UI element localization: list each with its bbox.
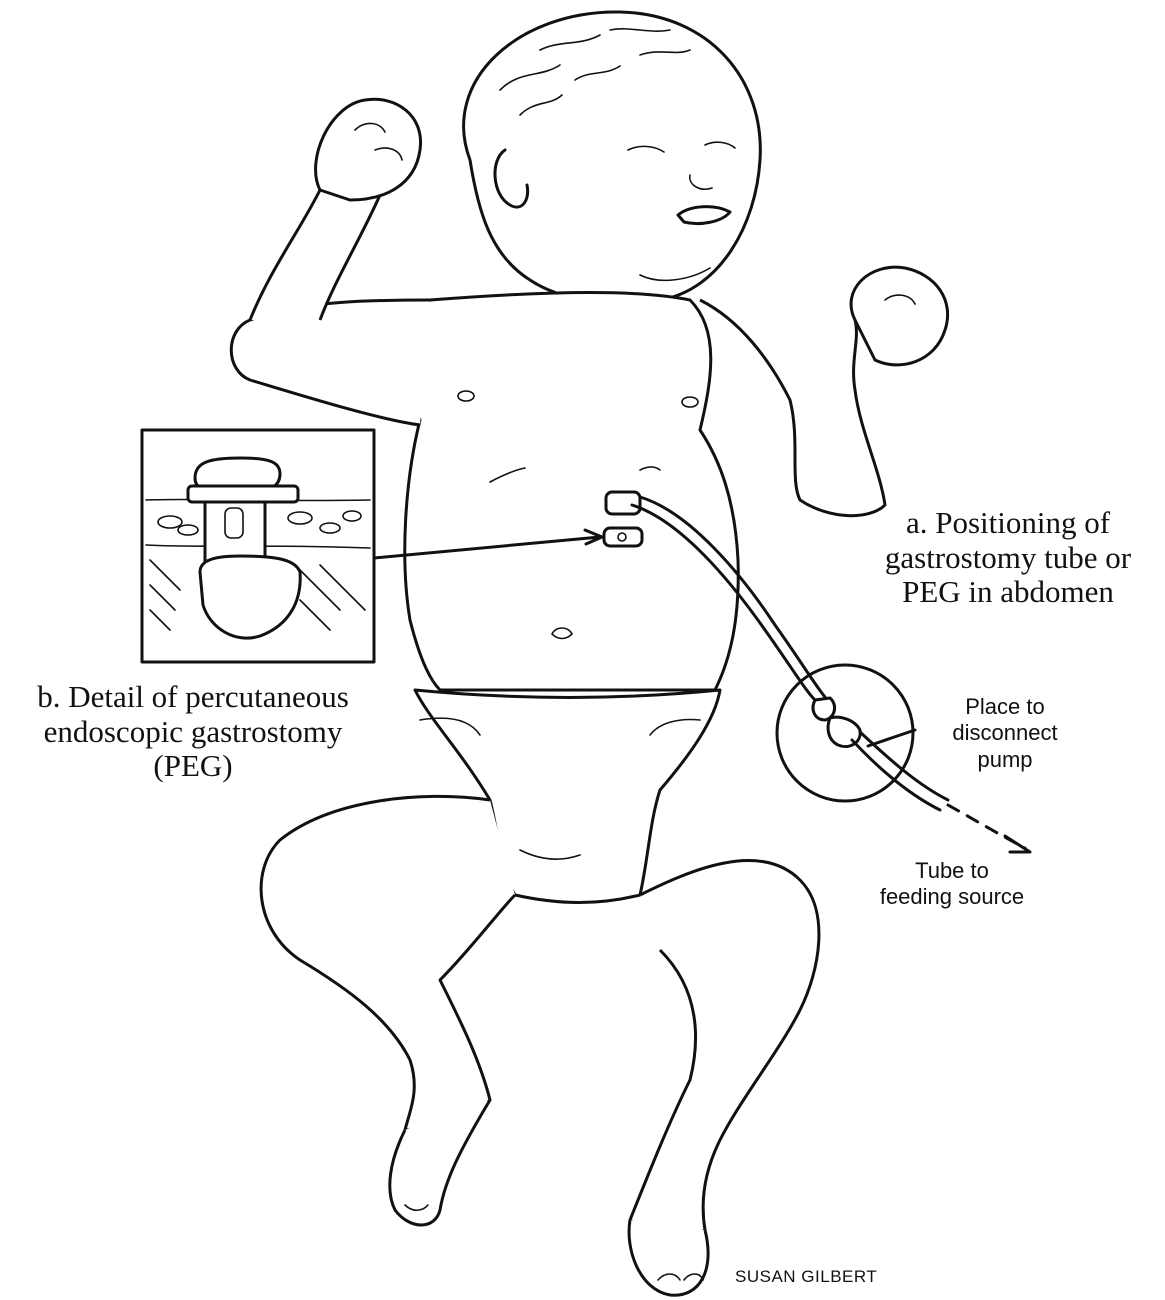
- label-feeding-line-1: Tube to: [842, 858, 1062, 884]
- label-b-line-3: (PEG): [2, 749, 384, 784]
- label-a-line-2: gastrostomy tube or: [858, 541, 1158, 576]
- label-feeding-line-2: feeding source: [842, 884, 1062, 910]
- artist-credit: SUSAN GILBERT: [735, 1267, 877, 1287]
- label-b-detail: b. Detail of percutaneous endoscopic gas…: [2, 680, 384, 784]
- label-a-positioning: a. Positioning of gastrostomy tube or PE…: [858, 506, 1158, 610]
- label-disconnect-line-3: pump: [920, 747, 1090, 773]
- label-feeding-source: Tube to feeding source: [842, 858, 1062, 911]
- label-disconnect-line-2: disconnect: [920, 720, 1090, 746]
- disconnect-leader-line: [868, 730, 915, 746]
- label-disconnect-line-1: Place to: [920, 694, 1090, 720]
- label-b-line-2: endoscopic gastrostomy: [2, 715, 384, 750]
- label-a-line-1: a. Positioning of: [858, 506, 1158, 541]
- infant-right-arm: [700, 267, 948, 516]
- label-a-line-3: PEG in abdomen: [858, 575, 1158, 610]
- infant-left-arm: [231, 99, 430, 425]
- label-disconnect-pump: Place to disconnect pump: [920, 694, 1090, 773]
- infant-head: [464, 12, 761, 303]
- peg-detail-inset: [142, 430, 374, 662]
- label-b-line-1: b. Detail of percutaneous: [2, 680, 384, 715]
- infant-torso: [405, 293, 738, 691]
